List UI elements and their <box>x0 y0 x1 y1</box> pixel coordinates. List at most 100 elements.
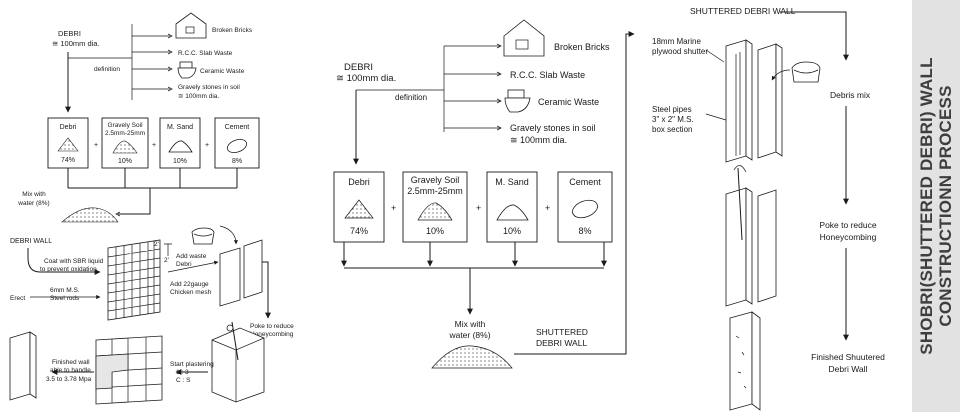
mid-debri-title: DEBRI <box>344 62 373 73</box>
left-panel: DEBRI ≅ 100mm dia. definition Broken Bri… <box>9 12 294 405</box>
mid-definition-label: definition <box>395 93 427 102</box>
svg-text:2.5mm-25mm: 2.5mm-25mm <box>105 130 145 137</box>
left-mix-2: water (8%) <box>17 200 49 207</box>
svg-text:Cement: Cement <box>225 124 250 131</box>
left-erect-label: Erect <box>10 295 25 302</box>
right-pipes-3: box section <box>652 125 692 134</box>
left-waste-arrow <box>167 260 219 273</box>
left-definition-label: definition <box>94 66 120 73</box>
left-source-rcc: R.C.C. Slab Waste <box>178 50 233 57</box>
right-pipes-2: 3" x 2" M.S. <box>652 115 694 124</box>
left-finished-3: 3.5 to 3.78 Mpa <box>46 376 92 383</box>
mid-definition-bracket <box>356 45 500 132</box>
left-merge-lines <box>67 168 238 215</box>
right-mix-in-arrow <box>771 69 791 81</box>
right-shutter-2: plywood shutter <box>652 47 708 56</box>
svg-text:74%: 74% <box>61 157 75 164</box>
mid-mix-1: Mix with <box>455 319 486 329</box>
left-wall-arrow <box>27 248 101 275</box>
left-plaster-3: C : S <box>176 377 191 384</box>
mid-source-bricks: Broken Bricks <box>554 42 610 52</box>
right-finished-2: Debri Wall <box>829 364 868 374</box>
right-finished-wall <box>729 311 761 411</box>
left-debri-wall-label: DEBRI WALL <box>10 238 52 245</box>
svg-text:M. Sand: M. Sand <box>167 124 193 131</box>
left-plus-2: + <box>152 142 156 149</box>
right-poke-2: Honeycombing <box>820 232 877 242</box>
left-material-cement: Cement 8% <box>214 117 260 169</box>
svg-text:10%: 10% <box>118 158 132 165</box>
mid-wall-label-2: DEBRI WALL <box>536 338 587 348</box>
svg-text:10%: 10% <box>426 226 444 236</box>
left-coat-1: Coat with SBR liquid <box>44 258 104 265</box>
mid-debri-dia: ≅ 100mm dia. <box>336 73 396 84</box>
left-merge-arrowhead <box>115 211 121 217</box>
left-plus-3: + <box>205 142 209 149</box>
mid-material-msand: M. Sand 10% <box>486 171 538 243</box>
mid-source-stones: Gravely stones in soil <box>510 123 596 133</box>
svg-text:Cement: Cement <box>569 177 601 187</box>
left-add-mesh-2: Chicken mesh <box>170 289 212 296</box>
side-title-band <box>912 0 960 412</box>
left-rods-1: 6mm M.S. <box>50 287 80 294</box>
right-poke-1: Poke to reduce <box>819 220 876 230</box>
left-add-mesh-1: Add 22gauge <box>170 281 209 288</box>
left-source-bricks: Broken Bricks <box>212 27 253 34</box>
left-bracket-arrowheads <box>167 33 173 92</box>
right-title: SHUTTERED DEBRI WALL <box>690 6 796 16</box>
left-finished-2: able to handle <box>50 367 91 374</box>
left-debri-dia: ≅ 100mm dia. <box>52 39 100 48</box>
mid-source-stones-dia: ≅ 100mm dia. <box>510 135 567 145</box>
left-poke-2: Honeycombing <box>250 331 294 338</box>
mid-to-right-arrow <box>514 31 635 355</box>
left-material-gravel: Gravely Soil 2.5mm-25mm 10% <box>101 117 149 169</box>
left-poke-1: Poke to reduce <box>250 323 294 330</box>
mid-source-rcc: R.C.C. Slab Waste <box>510 70 585 80</box>
right-shutter-1: 18mm Marine <box>652 37 701 46</box>
svg-text:Gravely Soil: Gravely Soil <box>107 122 143 129</box>
left-definition-bracket <box>68 24 170 100</box>
svg-text:Debri: Debri <box>348 177 370 187</box>
svg-text:8%: 8% <box>232 158 242 165</box>
left-add-waste-2: Debri <box>176 261 192 268</box>
left-finished-wall <box>9 331 37 401</box>
left-shutter-arrow <box>262 261 271 319</box>
mid-mix-2: water (8%) <box>448 330 490 340</box>
right-pipes-1: Steel pipes <box>652 105 692 114</box>
right-panel: SHUTTERED DEBRI WALL 18mm Marine plywood… <box>652 6 885 411</box>
left-mix-1: Mix with <box>22 191 46 198</box>
right-title-arrow <box>780 11 849 61</box>
svg-text:10%: 10% <box>173 158 187 165</box>
mid-material-cement: Cement 8% <box>557 171 613 243</box>
left-rods-2: Steel rods <box>50 295 80 302</box>
left-plus-1: + <box>94 142 98 149</box>
left-plaster-2: 1 : 3 <box>176 369 189 376</box>
mid-plus-1: + <box>391 203 396 213</box>
toilet-icon <box>177 61 197 79</box>
mid-bracket-arrowheads <box>496 43 502 131</box>
svg-text:74%: 74% <box>350 226 368 236</box>
svg-text:8%: 8% <box>578 226 591 236</box>
left-poke-box <box>211 321 265 403</box>
bucket-icon <box>191 227 215 245</box>
middle-panel: DEBRI ≅ 100mm dia. definition Broken Bri… <box>333 19 635 369</box>
left-shutter-panels <box>219 239 263 307</box>
left-coat-2: to prevent oxidation <box>40 266 97 273</box>
left-finished-1: Finished wall <box>52 359 90 366</box>
mid-plus-2: + <box>476 203 481 213</box>
mid-material-debri: Debri 74% <box>333 171 385 243</box>
left-dim-2ft-b: 2' <box>164 257 169 264</box>
mid-plus-3: + <box>545 203 550 213</box>
mid-mix-pile <box>431 345 513 369</box>
svg-text:Debri: Debri <box>60 124 77 131</box>
left-add-debri-arrow <box>219 225 239 245</box>
right-debris-mix: Debris mix <box>830 90 871 100</box>
left-material-debri: Debri 74% <box>47 117 89 169</box>
svg-text:M. Sand: M. Sand <box>495 177 529 187</box>
left-rod-grid <box>107 239 172 321</box>
left-add-waste-1: Add waste <box>176 253 207 260</box>
mid-source-ceramic: Ceramic Waste <box>538 97 599 107</box>
left-plaster-grid <box>95 335 163 405</box>
left-dim-2ft-a: 2' <box>154 241 159 248</box>
